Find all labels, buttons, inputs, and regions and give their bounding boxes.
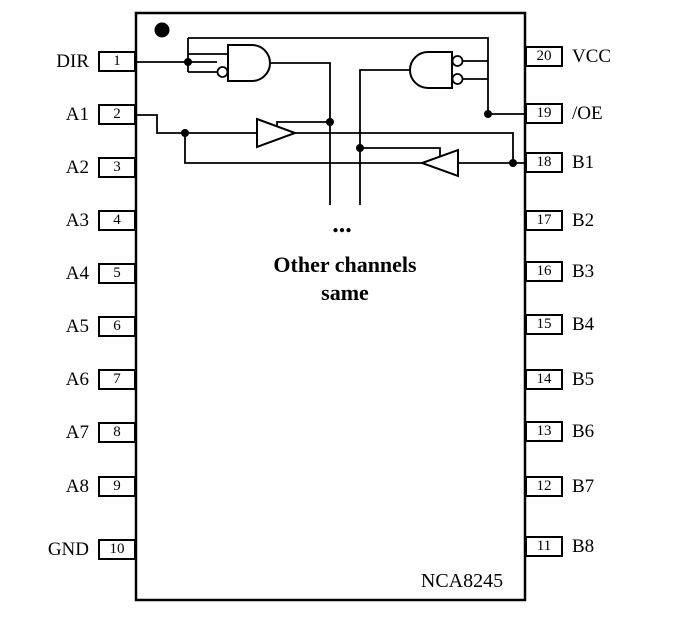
other-channels-ellipsis: ... — [332, 209, 352, 238]
pin-number-box: 8 — [98, 422, 136, 443]
pin-row-a1: A1 2 — [0, 104, 136, 125]
pin-label: A5 — [65, 316, 89, 337]
pin-row-a7: A7 8 — [0, 422, 136, 443]
pin-number-box: 3 — [98, 157, 136, 178]
pin-label: B5 — [572, 369, 595, 390]
pin-number-box: 14 — [525, 369, 563, 390]
pin-row-b8: 11 B8 — [525, 536, 594, 557]
pin-row-a6: A6 7 — [0, 369, 136, 390]
pin-label: B3 — [572, 261, 595, 282]
pin-label: A8 — [65, 476, 89, 497]
pin-row-a4: A4 5 — [0, 263, 136, 284]
pin-number-box: 20 — [525, 46, 563, 67]
pin-label: B4 — [572, 314, 595, 335]
buffer-a-to-b-icon — [136, 114, 514, 163]
pin-number-box: 11 — [525, 536, 563, 557]
control-wires — [136, 37, 527, 115]
pin-row-b2: 17 B2 — [525, 210, 594, 231]
pin-label: B8 — [572, 536, 595, 557]
pin-number-box: 5 — [98, 263, 136, 284]
pin-label: A4 — [65, 263, 89, 284]
pin-label: A3 — [65, 210, 89, 231]
pin-number-box: 17 — [525, 210, 563, 231]
pin-label: A7 — [65, 422, 89, 443]
pin-label: A2 — [65, 157, 89, 178]
pin-number-box: 7 — [98, 369, 136, 390]
pin-row-oe: 19 /OE — [525, 103, 603, 124]
pin-label: GND — [47, 539, 89, 560]
pin-row-a3: A3 4 — [0, 210, 136, 231]
pin-label: A6 — [65, 369, 89, 390]
input-bubble — [451, 55, 464, 67]
pin-label: /OE — [572, 103, 603, 124]
nand-gate-left-icon — [216, 44, 331, 205]
pin-label: DIR — [56, 51, 89, 72]
pin1-indicator-dot — [154, 22, 170, 38]
pin-number-box: 4 — [98, 210, 136, 231]
pin-label: B6 — [572, 421, 595, 442]
pin-number-box: 13 — [525, 421, 563, 442]
pin-row-b7: 12 B7 — [525, 476, 594, 497]
pin-number-box: 12 — [525, 476, 563, 497]
pin-row-dir: DIR 1 — [0, 51, 136, 72]
pin-label: B2 — [572, 210, 595, 231]
pin-row-b1: 18 B1 — [525, 152, 594, 173]
pin-number-box: 2 — [98, 104, 136, 125]
pin-number-box: 9 — [98, 476, 136, 497]
pin-row-b4: 15 B4 — [525, 314, 594, 335]
pin-number-box: 15 — [525, 314, 563, 335]
pin-number-box: 19 — [525, 103, 563, 124]
pin-row-vcc: 20 VCC — [525, 46, 611, 67]
pin-row-b6: 13 B6 — [525, 421, 594, 442]
pin-label: B1 — [572, 152, 595, 173]
pin-number-box: 1 — [98, 51, 136, 72]
pin-number-box: 10 — [98, 539, 136, 560]
pin-row-a5: A5 6 — [0, 316, 136, 337]
nand-gate-right-icon — [359, 51, 488, 205]
pin-number-box: 16 — [525, 261, 563, 282]
pin-label: VCC — [572, 46, 612, 67]
pin-row-a8: A8 9 — [0, 476, 136, 497]
pin-number-box: 18 — [525, 152, 563, 173]
pin-row-b3: 16 B3 — [525, 261, 594, 282]
input-bubble — [451, 73, 464, 85]
other-channels-label-line2: same — [321, 280, 369, 305]
pin-number-box: 6 — [98, 316, 136, 337]
pin-row-a2: A2 3 — [0, 157, 136, 178]
part-number: NCA8245 — [421, 570, 503, 592]
pin-row-gnd: GND 10 — [0, 539, 136, 560]
pin-label: A1 — [65, 104, 89, 125]
junction-dots — [181, 58, 517, 167]
pin-label: B7 — [572, 476, 595, 497]
pin-row-b5: 14 B5 — [525, 369, 594, 390]
input-bubble — [216, 66, 229, 78]
other-channels-label-line1: Other channels — [273, 252, 417, 277]
